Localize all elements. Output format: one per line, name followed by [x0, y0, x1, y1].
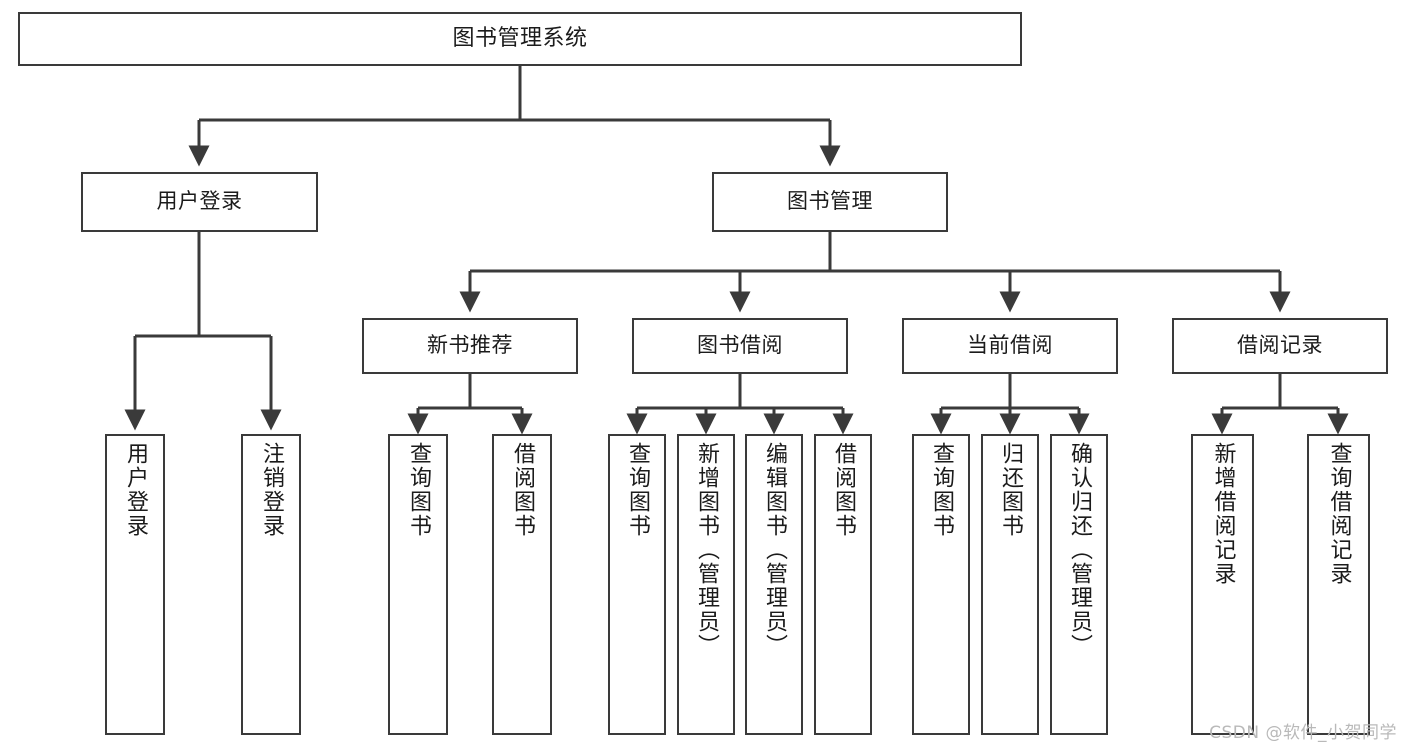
node-label: 借阅图书	[510, 442, 535, 538]
node-label: 图书借阅	[697, 333, 783, 358]
node-label: 查询图书	[406, 442, 431, 538]
node-label: 图书管理	[787, 189, 873, 214]
node-label: 用户登录	[123, 442, 148, 538]
leaf-query-book-borrow[interactable]: 查询图书	[608, 434, 666, 735]
node-user-login[interactable]: 用户登录	[81, 172, 318, 232]
leaf-query-book-current[interactable]: 查询图书	[912, 434, 970, 735]
node-label: 借阅图书	[831, 442, 856, 538]
node-book-management[interactable]: 图书管理	[712, 172, 948, 232]
leaf-add-book-admin[interactable]: 新增图书（管理员）	[677, 434, 735, 735]
leaf-logout[interactable]: 注销登录	[241, 434, 301, 735]
node-label: 新书推荐	[427, 333, 513, 358]
node-label: 查询图书	[625, 442, 650, 538]
node-label: 图书管理系统	[452, 25, 588, 51]
node-label: 确认归还（管理员）	[1067, 442, 1092, 658]
leaf-edit-book-admin[interactable]: 编辑图书（管理员）	[745, 434, 803, 735]
node-label: 查询图书	[929, 442, 954, 538]
leaf-query-book-recommend[interactable]: 查询图书	[388, 434, 448, 735]
node-label: 新增借阅记录	[1210, 442, 1236, 586]
leaf-add-borrow-record[interactable]: 新增借阅记录	[1191, 434, 1254, 735]
leaf-user-login[interactable]: 用户登录	[105, 434, 165, 735]
node-new-book-recommend[interactable]: 新书推荐	[362, 318, 578, 374]
csdn-watermark: CSDN @软件_小贺同学	[1209, 723, 1397, 743]
node-label: 用户登录	[156, 189, 243, 214]
leaf-borrow-book[interactable]: 借阅图书	[814, 434, 872, 735]
node-label: 查询借阅记录	[1326, 442, 1352, 586]
node-label: 归还图书	[998, 442, 1023, 538]
node-root-system[interactable]: 图书管理系统	[18, 12, 1022, 66]
node-label: 注销登录	[259, 442, 284, 538]
leaf-borrow-book-recommend[interactable]: 借阅图书	[492, 434, 552, 735]
leaf-confirm-return-admin[interactable]: 确认归还（管理员）	[1050, 434, 1108, 735]
node-current-borrow[interactable]: 当前借阅	[902, 318, 1118, 374]
node-book-borrow[interactable]: 图书借阅	[632, 318, 848, 374]
node-label: 当前借阅	[967, 333, 1053, 358]
node-label: 编辑图书（管理员）	[762, 442, 787, 658]
leaf-return-book[interactable]: 归还图书	[981, 434, 1039, 735]
node-label: 借阅记录	[1237, 333, 1323, 358]
leaf-query-borrow-record[interactable]: 查询借阅记录	[1307, 434, 1370, 735]
node-label: 新增图书（管理员）	[694, 442, 719, 658]
node-borrow-record[interactable]: 借阅记录	[1172, 318, 1388, 374]
